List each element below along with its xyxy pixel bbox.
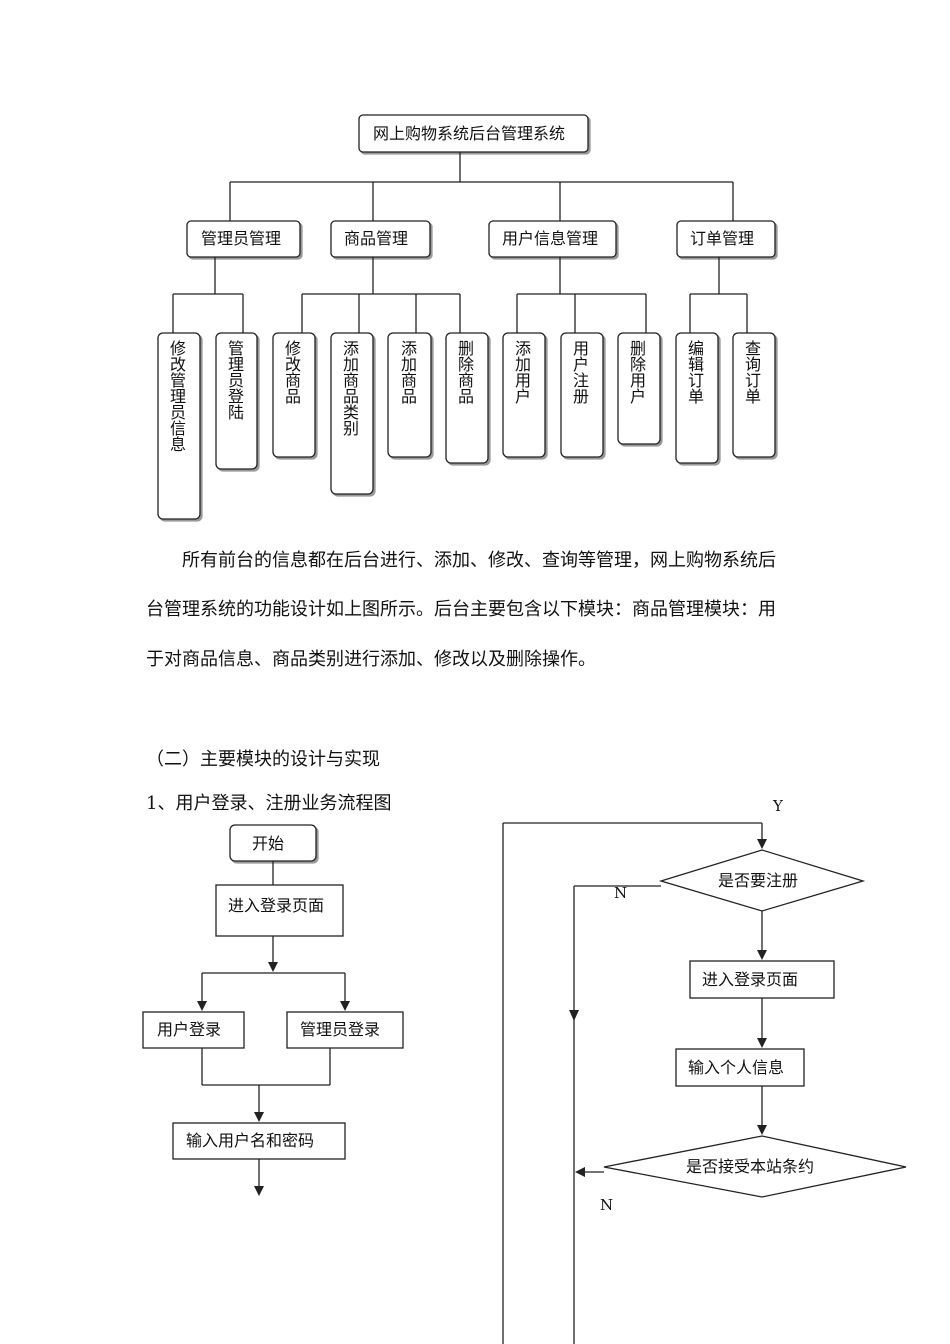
paragraph-line: 所有前台的信息都在后台进行、添加、修改、查询等管理，网上购物系统后 <box>182 550 776 571</box>
right-decision-terms <box>603 1135 907 1198</box>
org-leaf-label: 添加商品 <box>398 340 417 404</box>
org-leaf-box <box>675 332 719 464</box>
right-enter-login-label: 进入登录页面 <box>702 970 799 989</box>
org-group-box-goods <box>330 220 431 258</box>
org-leaf-label: 管理员登陆 <box>225 340 244 420</box>
org-leaf-label: 修改商品 <box>282 340 301 404</box>
left-user-login-box <box>142 1011 245 1049</box>
org-root-label: 网上购物系统后台管理系统 <box>373 124 566 143</box>
org-group-box-orders <box>676 220 776 258</box>
paragraph-line: 台管理系统的功能设计如上图所示。后台主要包含以下模块：商品管理模块：用 <box>146 599 776 620</box>
org-leaf-label: 查询订单 <box>742 340 761 404</box>
section-heading: （二）主要模块的设计与实现 <box>146 749 380 770</box>
org-leaf-label: 修改管理员信息 <box>167 340 186 452</box>
left-admin-login-box <box>286 1011 404 1049</box>
org-leaf-label: 删除用户 <box>627 340 646 404</box>
left-enter-login-label: 进入登录页面 <box>228 896 325 915</box>
right-input-info-box <box>675 1048 805 1087</box>
org-leaf-label: 编辑订单 <box>685 340 704 404</box>
right-decision-register <box>658 849 866 912</box>
org-leaf-box <box>560 332 604 458</box>
org-leaf-label: 删除商品 <box>455 340 474 404</box>
org-leaf-box <box>330 332 374 495</box>
left-user-login-label: 用户登录 <box>157 1020 222 1039</box>
left-start-label: 开始 <box>252 834 285 853</box>
subheading: 1、用户登录、注册业务流程图 <box>146 793 392 814</box>
left-admin-login-label: 管理员登录 <box>300 1020 381 1039</box>
org-leaf-label: 添加商品类别 <box>340 340 359 436</box>
org-root-box <box>358 114 589 153</box>
org-leaf-box <box>272 332 316 458</box>
org-group-label-goods: 商品管理 <box>344 229 409 248</box>
org-group-box-users <box>488 220 617 258</box>
org-leaf-box <box>732 332 776 458</box>
org-leaf-box <box>387 332 432 458</box>
left-input-credentials-label: 输入用户名和密码 <box>186 1131 315 1150</box>
org-leaf-label: 添加用户 <box>512 340 531 404</box>
right-no-label-1: N <box>614 884 628 902</box>
paragraph-line: 于对商品信息、商品类别进行添加、修改以及删除操作。 <box>146 649 596 670</box>
right-input-info-label: 输入个人信息 <box>688 1058 785 1077</box>
org-leaf-box <box>445 332 489 464</box>
org-leaf-box <box>215 332 258 470</box>
org-leaf-box <box>617 332 661 445</box>
org-leaf-label: 用户注册 <box>570 340 589 404</box>
right-enter-login-box <box>689 960 835 999</box>
left-enter-login-box <box>215 884 344 937</box>
right-no-label-2: N <box>600 1196 614 1214</box>
right-decision-terms-label: 是否接受本站条约 <box>686 1157 815 1176</box>
right-yes-label: Y <box>773 797 783 815</box>
org-leaf-box <box>502 332 546 458</box>
org-leaf-box <box>157 332 201 520</box>
org-group-label-admin: 管理员管理 <box>201 229 282 248</box>
org-group-box-admin <box>186 220 301 258</box>
org-group-label-users: 用户信息管理 <box>502 229 599 248</box>
right-decision-register-label: 是否要注册 <box>718 871 799 890</box>
org-group-label-orders: 订单管理 <box>690 229 755 248</box>
